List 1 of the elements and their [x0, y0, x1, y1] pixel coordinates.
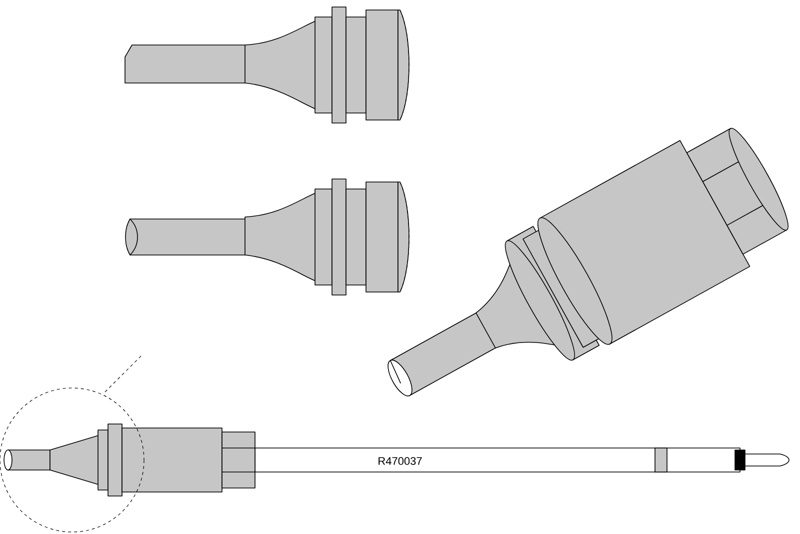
part-number: R470037 [378, 457, 422, 465]
